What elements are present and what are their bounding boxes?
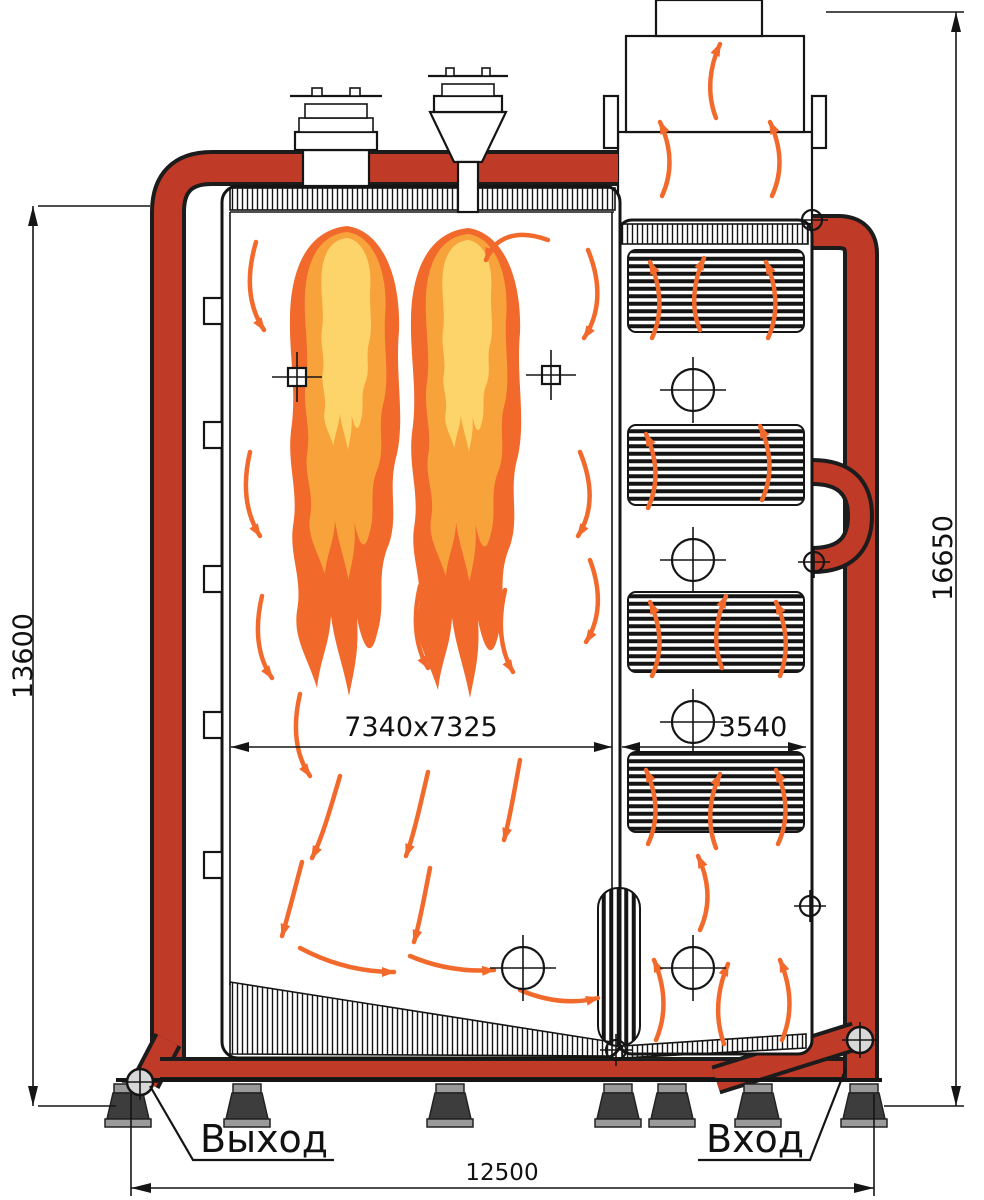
chimney-flange-right <box>810 94 828 150</box>
piping <box>132 150 879 1095</box>
small-center-mark <box>796 204 828 236</box>
wall-bracket <box>202 850 224 880</box>
bottom-tube-bundle <box>597 887 641 1047</box>
right-burner-assembly <box>428 67 508 214</box>
center-mark <box>490 935 556 1001</box>
dim-convective-width: 3540 <box>622 712 806 752</box>
coil-bank <box>627 249 805 333</box>
dim-convective-width-value: 3540 <box>719 712 788 743</box>
center-mark <box>660 527 726 593</box>
gas-flow-arrows <box>243 41 792 1047</box>
shaft-top-hatch <box>621 223 809 245</box>
outlet-leader <box>149 1085 334 1162</box>
port-labels: Выход Вход <box>149 1067 848 1162</box>
small-center-mark <box>798 546 830 578</box>
small-center-mark <box>794 890 826 922</box>
small-center-mark <box>600 1034 632 1066</box>
dim-left-height-value: 13600 <box>8 613 39 699</box>
dimensions: 13600 16650 7340x7325 3540 <box>8 11 964 1196</box>
square-mark <box>526 350 576 400</box>
center-mark <box>660 357 726 423</box>
shaft-floor-hatch <box>621 1033 807 1059</box>
coil-bank <box>627 751 805 833</box>
inlet-flange <box>842 1022 878 1058</box>
drum-top-hatch <box>229 187 616 211</box>
downcomer-pipe <box>154 154 618 1075</box>
centerline-markers <box>122 204 878 1100</box>
support-foot <box>648 1083 696 1128</box>
dim-total-length-value: 12500 <box>465 1160 538 1186</box>
dim-furnace-width: 7340x7325 <box>231 712 612 752</box>
outlet-label: Выход <box>200 1117 328 1161</box>
furnace-floor-hatch <box>229 981 613 1057</box>
dim-furnace-width-value: 7340x7325 <box>344 712 497 743</box>
chimney-flange-left <box>602 94 620 150</box>
burner-assemblies <box>290 67 508 214</box>
wall-bracket <box>202 564 224 594</box>
dim-left-height: 13600 <box>8 205 150 1107</box>
left-burner-assembly <box>290 87 382 188</box>
wall-bracket <box>202 420 224 450</box>
wall-bracket <box>202 296 224 326</box>
inlet-label: Вход <box>706 1117 804 1161</box>
support-foot <box>840 1083 888 1128</box>
outlet-flange <box>122 1064 158 1100</box>
support-foot <box>426 1083 474 1128</box>
coil-bank <box>627 424 805 506</box>
riser-pipe <box>812 218 875 1082</box>
center-mark <box>660 689 726 755</box>
center-mark <box>660 935 726 1001</box>
support-foot <box>594 1083 642 1128</box>
square-mark <box>272 352 322 402</box>
expansion-loop-pipe <box>811 462 870 570</box>
inlet-diagonal-pipe <box>712 1025 860 1091</box>
foundation <box>104 1078 888 1128</box>
dim-right-height: 16650 <box>826 11 964 1107</box>
wall-bracket <box>202 710 224 740</box>
inlet-leader <box>698 1067 848 1162</box>
dim-right-height-value: 16650 <box>928 515 959 601</box>
dim-total-length: 12500 <box>130 1094 875 1196</box>
